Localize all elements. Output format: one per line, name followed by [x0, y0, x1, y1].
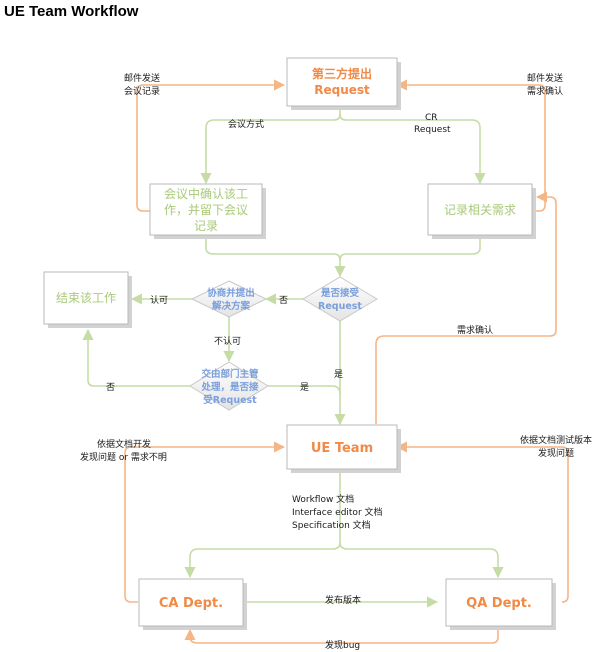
node-ca-label: CA Dept. [159, 596, 223, 611]
label-mail-confirm-line2: 需求确认 [527, 85, 563, 97]
connectors [82, 79, 569, 644]
node-negotiate-line2: 解决方案 [212, 300, 251, 312]
label-test-line2: 发现问题 [538, 447, 574, 459]
node-ca-dept: CA Dept. [138, 578, 247, 630]
label-dev-line2: 发现问题 or 需求不明 [80, 451, 167, 463]
label-mail-meeting-line2: 会议记录 [124, 85, 160, 97]
page-title: UE Team Workflow [4, 3, 139, 20]
label-cr-line1: CR [425, 113, 438, 123]
node-qa-dept: QA Dept. [445, 578, 556, 630]
label-meeting-mode: 会议方式 [228, 118, 264, 130]
node-escalate-line3: 受Request [203, 394, 257, 406]
label-release: 发布版本 [325, 594, 361, 606]
label-doc-workflow: Workflow 文档 [292, 493, 354, 505]
label-mail-confirm-line1: 邮件发送 [527, 72, 563, 84]
node-accept-line2: Request [318, 301, 362, 312]
label-disapprove: 不认可 [214, 335, 241, 347]
node-meeting-line3: 记录 [194, 219, 218, 233]
node-accept-line1: 是否接受 [320, 287, 360, 299]
node-meeting-line1: 会议中确认该工 [164, 186, 248, 201]
node-ue-team-label: UE Team [311, 441, 373, 456]
label-approve: 认可 [150, 294, 168, 306]
node-end-label: 结束该工作 [56, 291, 116, 305]
node-negotiate-decision: 协商并提出 解决方案 [190, 280, 268, 318]
label-no-escalate: 否 [106, 382, 115, 393]
node-escalate-line1: 交由部门主管 [201, 368, 259, 380]
node-request-line2: Request [314, 83, 370, 97]
node-request-line1: 第三方提出 [312, 66, 372, 81]
label-req-confirm: 需求确认 [457, 324, 493, 336]
label-dev-line1: 依据文档开发 [97, 438, 151, 450]
node-request: 第三方提出 Request [286, 57, 401, 110]
label-doc-interface: Interface editor 文档 [292, 506, 383, 518]
node-ue-team: UE Team [286, 424, 401, 473]
node-accept-decision: 是否接受 Request [302, 276, 378, 322]
label-yes-accept: 是 [334, 369, 343, 380]
node-record-label: 记录相关需求 [444, 203, 516, 217]
node-meeting: 会议中确认该工 作，并留下会议 记录 [149, 183, 266, 239]
node-qa-label: QA Dept. [466, 596, 532, 611]
node-escalate-line2: 处理，是否接 [200, 381, 259, 393]
label-test-line1: 依据文档测试版本 [520, 434, 592, 446]
node-end: 结束该工作 [43, 271, 132, 328]
label-no-accept: 否 [279, 295, 288, 306]
label-yes-escalate: 是 [300, 382, 309, 393]
node-meeting-line2: 作，并留下会议 [164, 203, 248, 217]
label-doc-spec: Specification 文档 [292, 519, 371, 531]
node-record: 记录相关需求 [427, 183, 536, 239]
node-negotiate-line1: 协商并提出 [207, 287, 255, 299]
label-mail-meeting-line1: 邮件发送 [124, 72, 160, 84]
node-escalate-decision: 交由部门主管 处理，是否接 受Request [189, 361, 269, 411]
edge-labels: 邮件发送 会议记录 邮件发送 需求确认 会议方式 CR Request 否 认可… [80, 72, 592, 651]
label-bug: 发现bug [325, 639, 360, 651]
label-cr-line2: Request [414, 125, 451, 135]
